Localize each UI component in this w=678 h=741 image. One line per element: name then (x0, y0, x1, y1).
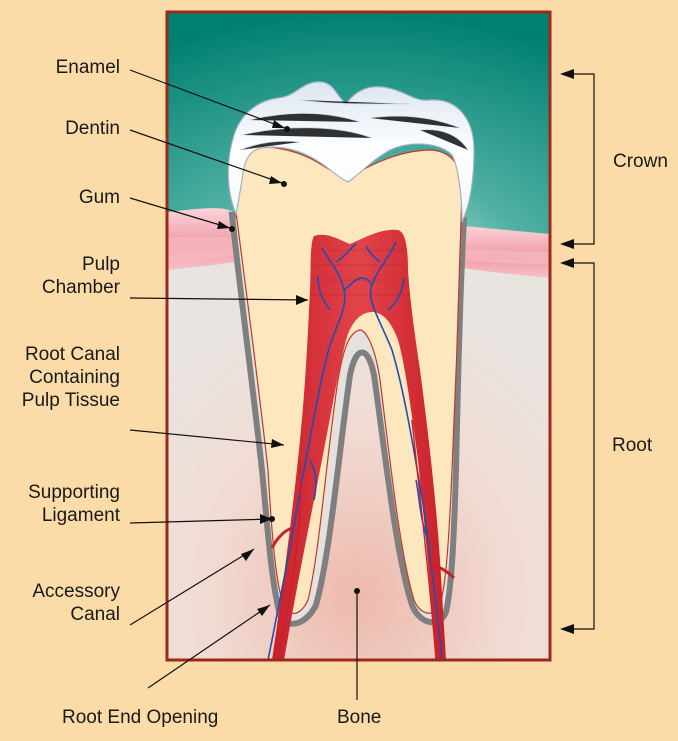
label-root-canal: Root Canal Containing Pulp Tissue (22, 343, 120, 412)
label-pulp-chamber: Pulp Chamber (42, 253, 120, 299)
section-brackets (565, 74, 594, 629)
label-ligament-line2: Ligament (28, 504, 120, 527)
label-dentin: Dentin (65, 117, 120, 140)
label-root-canal-line3: Pulp Tissue (22, 389, 120, 412)
label-root-end-opening: Root End Opening (62, 706, 218, 729)
label-accessory-canal-line1: Accessory (32, 580, 120, 603)
label-ligament: Supporting Ligament (28, 481, 120, 527)
label-bone: Bone (337, 706, 381, 729)
cross-section (167, 12, 550, 660)
label-accessory-canal-line2: Canal (32, 603, 120, 626)
label-pulp-chamber-line1: Pulp (42, 253, 120, 276)
label-enamel: Enamel (56, 56, 120, 79)
label-accessory-canal: Accessory Canal (32, 580, 120, 626)
label-gum: Gum (79, 186, 120, 209)
label-root-canal-line1: Root Canal (22, 343, 120, 366)
label-crown: Crown (613, 150, 668, 173)
label-pulp-chamber-line2: Chamber (42, 276, 120, 299)
label-root: Root (612, 434, 652, 457)
label-root-canal-line2: Containing (22, 366, 120, 389)
label-ligament-line1: Supporting (28, 481, 120, 504)
